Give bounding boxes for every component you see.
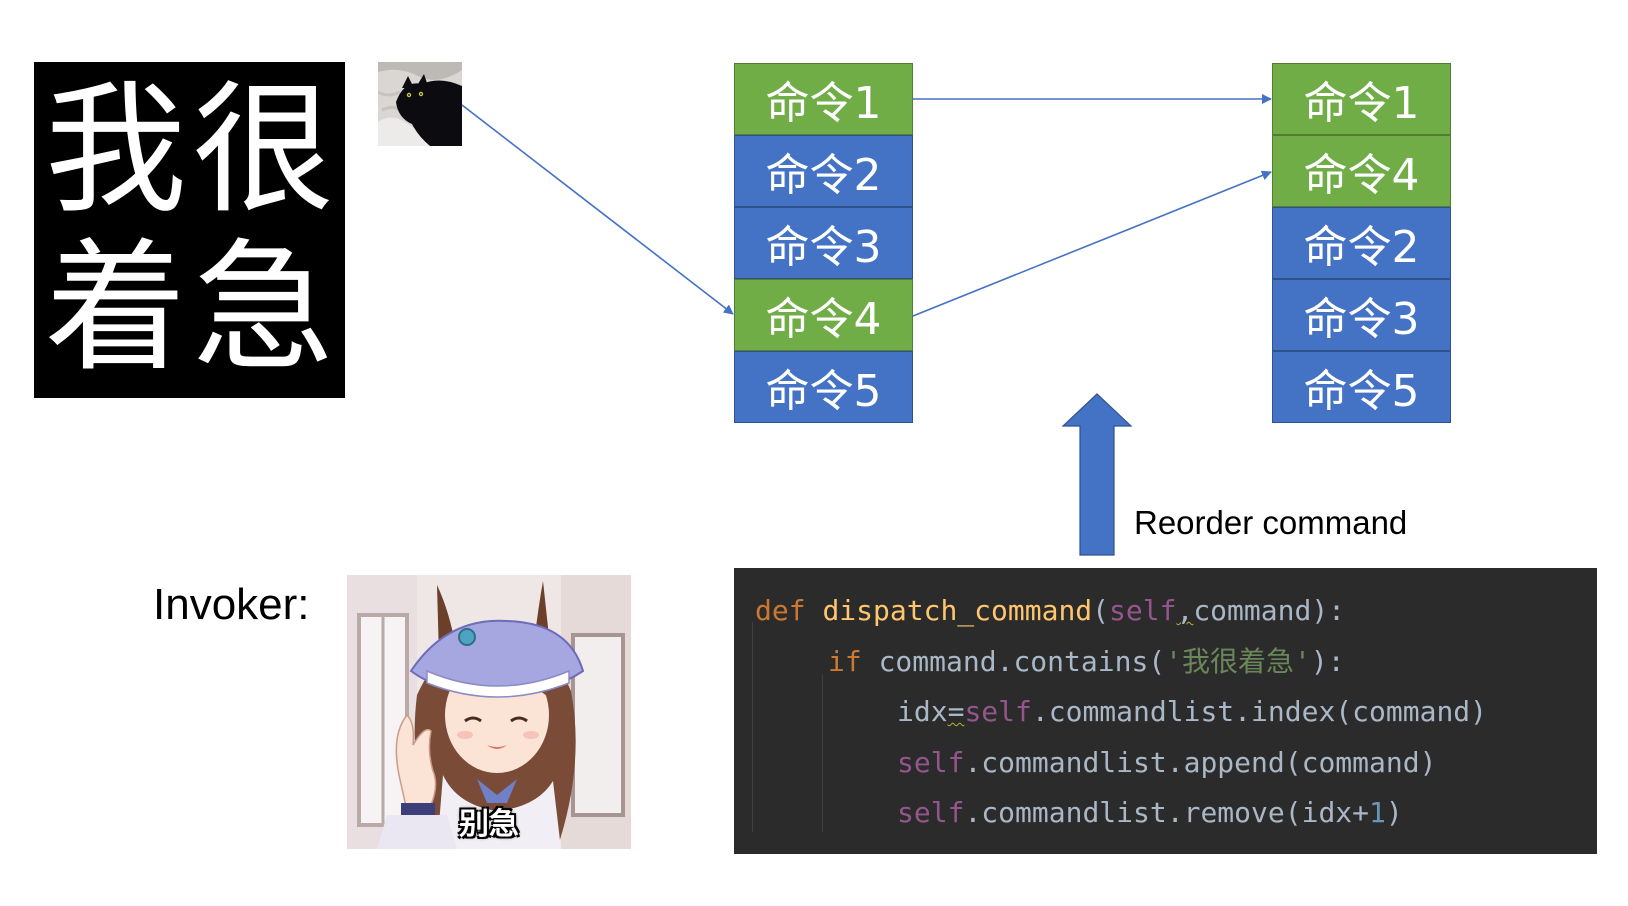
command-box: 命令1 <box>734 63 913 135</box>
code-token: command.contains( <box>878 644 1166 678</box>
big-char: 急 <box>192 226 335 391</box>
code-token: ): <box>1310 644 1345 678</box>
code-token: ) <box>1385 796 1403 829</box>
arrow-cat-to-cmd4 <box>461 104 734 315</box>
right-command-stack: 命令1 命令4 命令2 命令3 命令5 <box>1272 63 1451 423</box>
code-token: if <box>828 644 862 678</box>
command-box: 命令2 <box>734 135 913 207</box>
code-token: .commandlist.remove(idx+ <box>964 796 1370 829</box>
code-line: self.commandlist.append(command) <box>734 738 1597 789</box>
cat-image <box>378 62 462 146</box>
reorder-command-label: Reorder command <box>1134 504 1408 541</box>
code-token: = <box>947 695 965 728</box>
code-token: self <box>897 745 965 779</box>
code-token: ( <box>1092 594 1110 627</box>
code-block: def dispatch_command(self,command): if c… <box>734 568 1597 854</box>
code-line: self.commandlist.remove(idx+1) <box>734 788 1597 839</box>
code-token: def <box>755 594 806 627</box>
indent-guide <box>752 622 753 832</box>
invoker-label: Invoker: <box>153 580 310 629</box>
command-box: 命令2 <box>1272 207 1451 279</box>
code-line: if command.contains('我很着急'): <box>734 637 1597 688</box>
command-box: 命令5 <box>734 351 913 423</box>
code-line: def dispatch_command(self,command): <box>734 586 1597 637</box>
code-token: self <box>1109 594 1177 627</box>
code-token: self <box>897 796 965 829</box>
big-char: 我 <box>44 68 187 233</box>
command-box: 命令5 <box>1272 351 1451 423</box>
meme-caption: 别急 <box>459 807 519 842</box>
command-box: 命令4 <box>734 279 913 351</box>
left-command-stack: 命令1 命令2 命令3 命令4 命令5 <box>734 63 913 423</box>
code-token: ): <box>1311 594 1346 627</box>
anime-girl-image: 别急 <box>347 575 631 849</box>
code-token: self <box>964 695 1032 728</box>
command-box: 命令1 <box>1272 63 1451 135</box>
code-token: dispatch_command <box>822 594 1093 627</box>
code-token: .commandlist.append(command) <box>964 745 1437 779</box>
code-token: , <box>1176 594 1194 627</box>
up-arrow <box>1061 393 1133 556</box>
code-token: command <box>1193 594 1312 627</box>
code-token: idx <box>897 695 948 728</box>
indent-guide <box>822 674 823 832</box>
command-box: 命令3 <box>734 207 913 279</box>
big-char: 着 <box>44 226 187 391</box>
code-token: '我很着急' <box>1165 644 1311 678</box>
code-line: idx=self.commandlist.index(command) <box>734 687 1597 738</box>
command-box: 命令4 <box>1272 135 1451 207</box>
arrow-cmd4-to-cmd4 <box>912 170 1272 317</box>
big-text-panel: 我 很 着 急 <box>34 62 345 398</box>
code-token: .commandlist.index(command) <box>1031 695 1488 728</box>
command-box: 命令3 <box>1272 279 1451 351</box>
big-char: 很 <box>192 68 335 233</box>
code-token: 1 <box>1369 796 1386 829</box>
